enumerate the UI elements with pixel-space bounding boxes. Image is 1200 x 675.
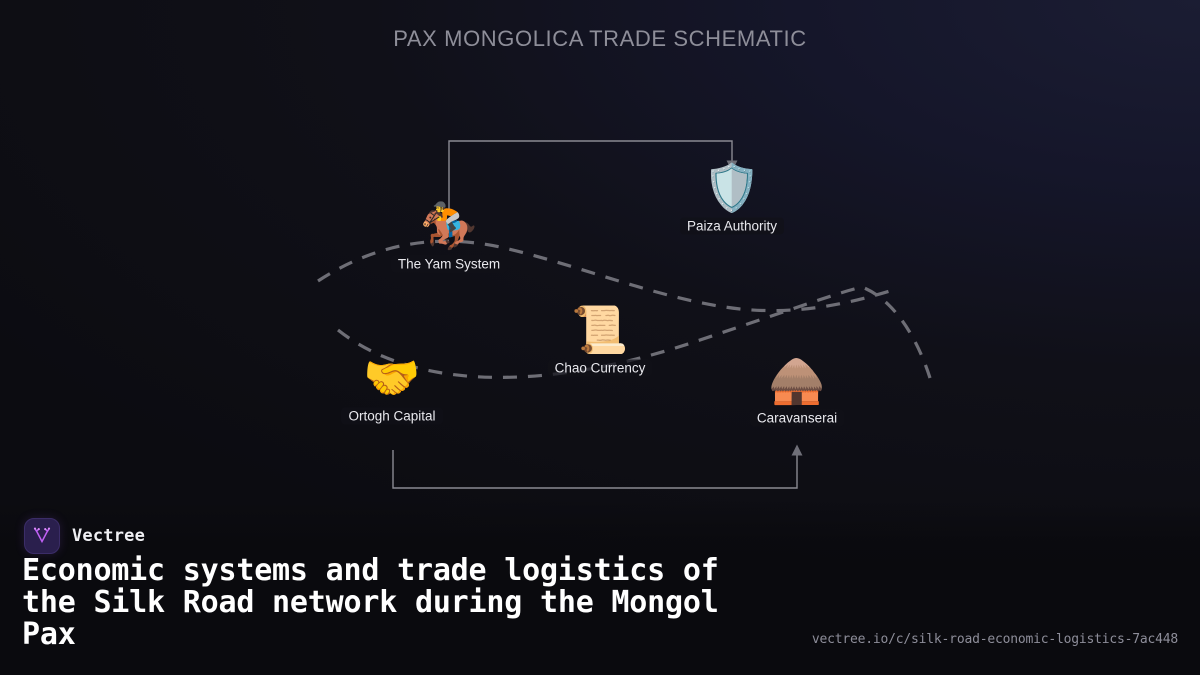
- footer-url: vectree.io/c/silk-road-economic-logistic…: [811, 632, 1178, 647]
- edge-ortogh-to-caravanserai: [392, 444, 803, 489]
- scroll-icon: 📜: [571, 302, 629, 357]
- node-chao-currency[interactable]: 📜 Chao Currency: [505, 304, 695, 377]
- shield-icon: 🛡️: [703, 160, 761, 215]
- brand-name: Vectree: [72, 526, 146, 546]
- node-label: Caravanserai: [749, 409, 845, 427]
- headline: Economic systems and trade logistics of …: [22, 553, 719, 652]
- node-label: Chao Currency: [547, 359, 653, 377]
- hut-icon: 🛖: [768, 352, 826, 407]
- page-title: PAX MONGOLICA TRADE SCHEMATIC: [393, 26, 807, 51]
- node-yam-system[interactable]: 🏇 The Yam System: [354, 200, 544, 273]
- footer: Vectree Economic systems and trade logis…: [0, 500, 1200, 675]
- vectree-logo-icon: [24, 518, 60, 554]
- node-paiza-authority[interactable]: 🛡️ Paiza Authority: [637, 162, 827, 235]
- node-caravanserai[interactable]: 🛖 Caravanserai: [702, 354, 892, 427]
- brand-row[interactable]: Vectree: [24, 518, 145, 554]
- node-label: Paiza Authority: [679, 217, 785, 235]
- node-ortogh-capital[interactable]: 🤝 Ortogh Capital: [297, 352, 487, 425]
- vectree-glyph-icon: [33, 527, 51, 544]
- node-label: The Yam System: [390, 255, 508, 273]
- node-label: Ortogh Capital: [341, 407, 443, 425]
- horse-racing-icon: 🏇: [420, 198, 478, 253]
- handshake-icon: 🤝: [363, 350, 421, 405]
